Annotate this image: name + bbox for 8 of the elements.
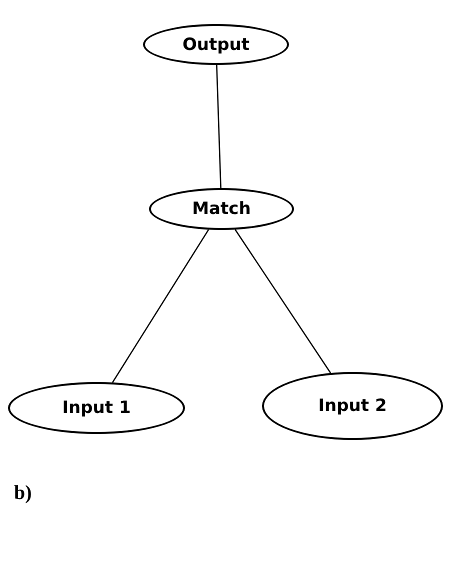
node-label: Input 1 <box>62 398 131 418</box>
panel-label: b) <box>14 482 32 505</box>
node-label: Input 2 <box>318 396 387 416</box>
node-label: Match <box>192 199 251 219</box>
connector-line <box>234 229 332 374</box>
connector-line <box>216 64 222 188</box>
connector-line <box>112 229 210 383</box>
node-label: Output <box>182 34 250 54</box>
